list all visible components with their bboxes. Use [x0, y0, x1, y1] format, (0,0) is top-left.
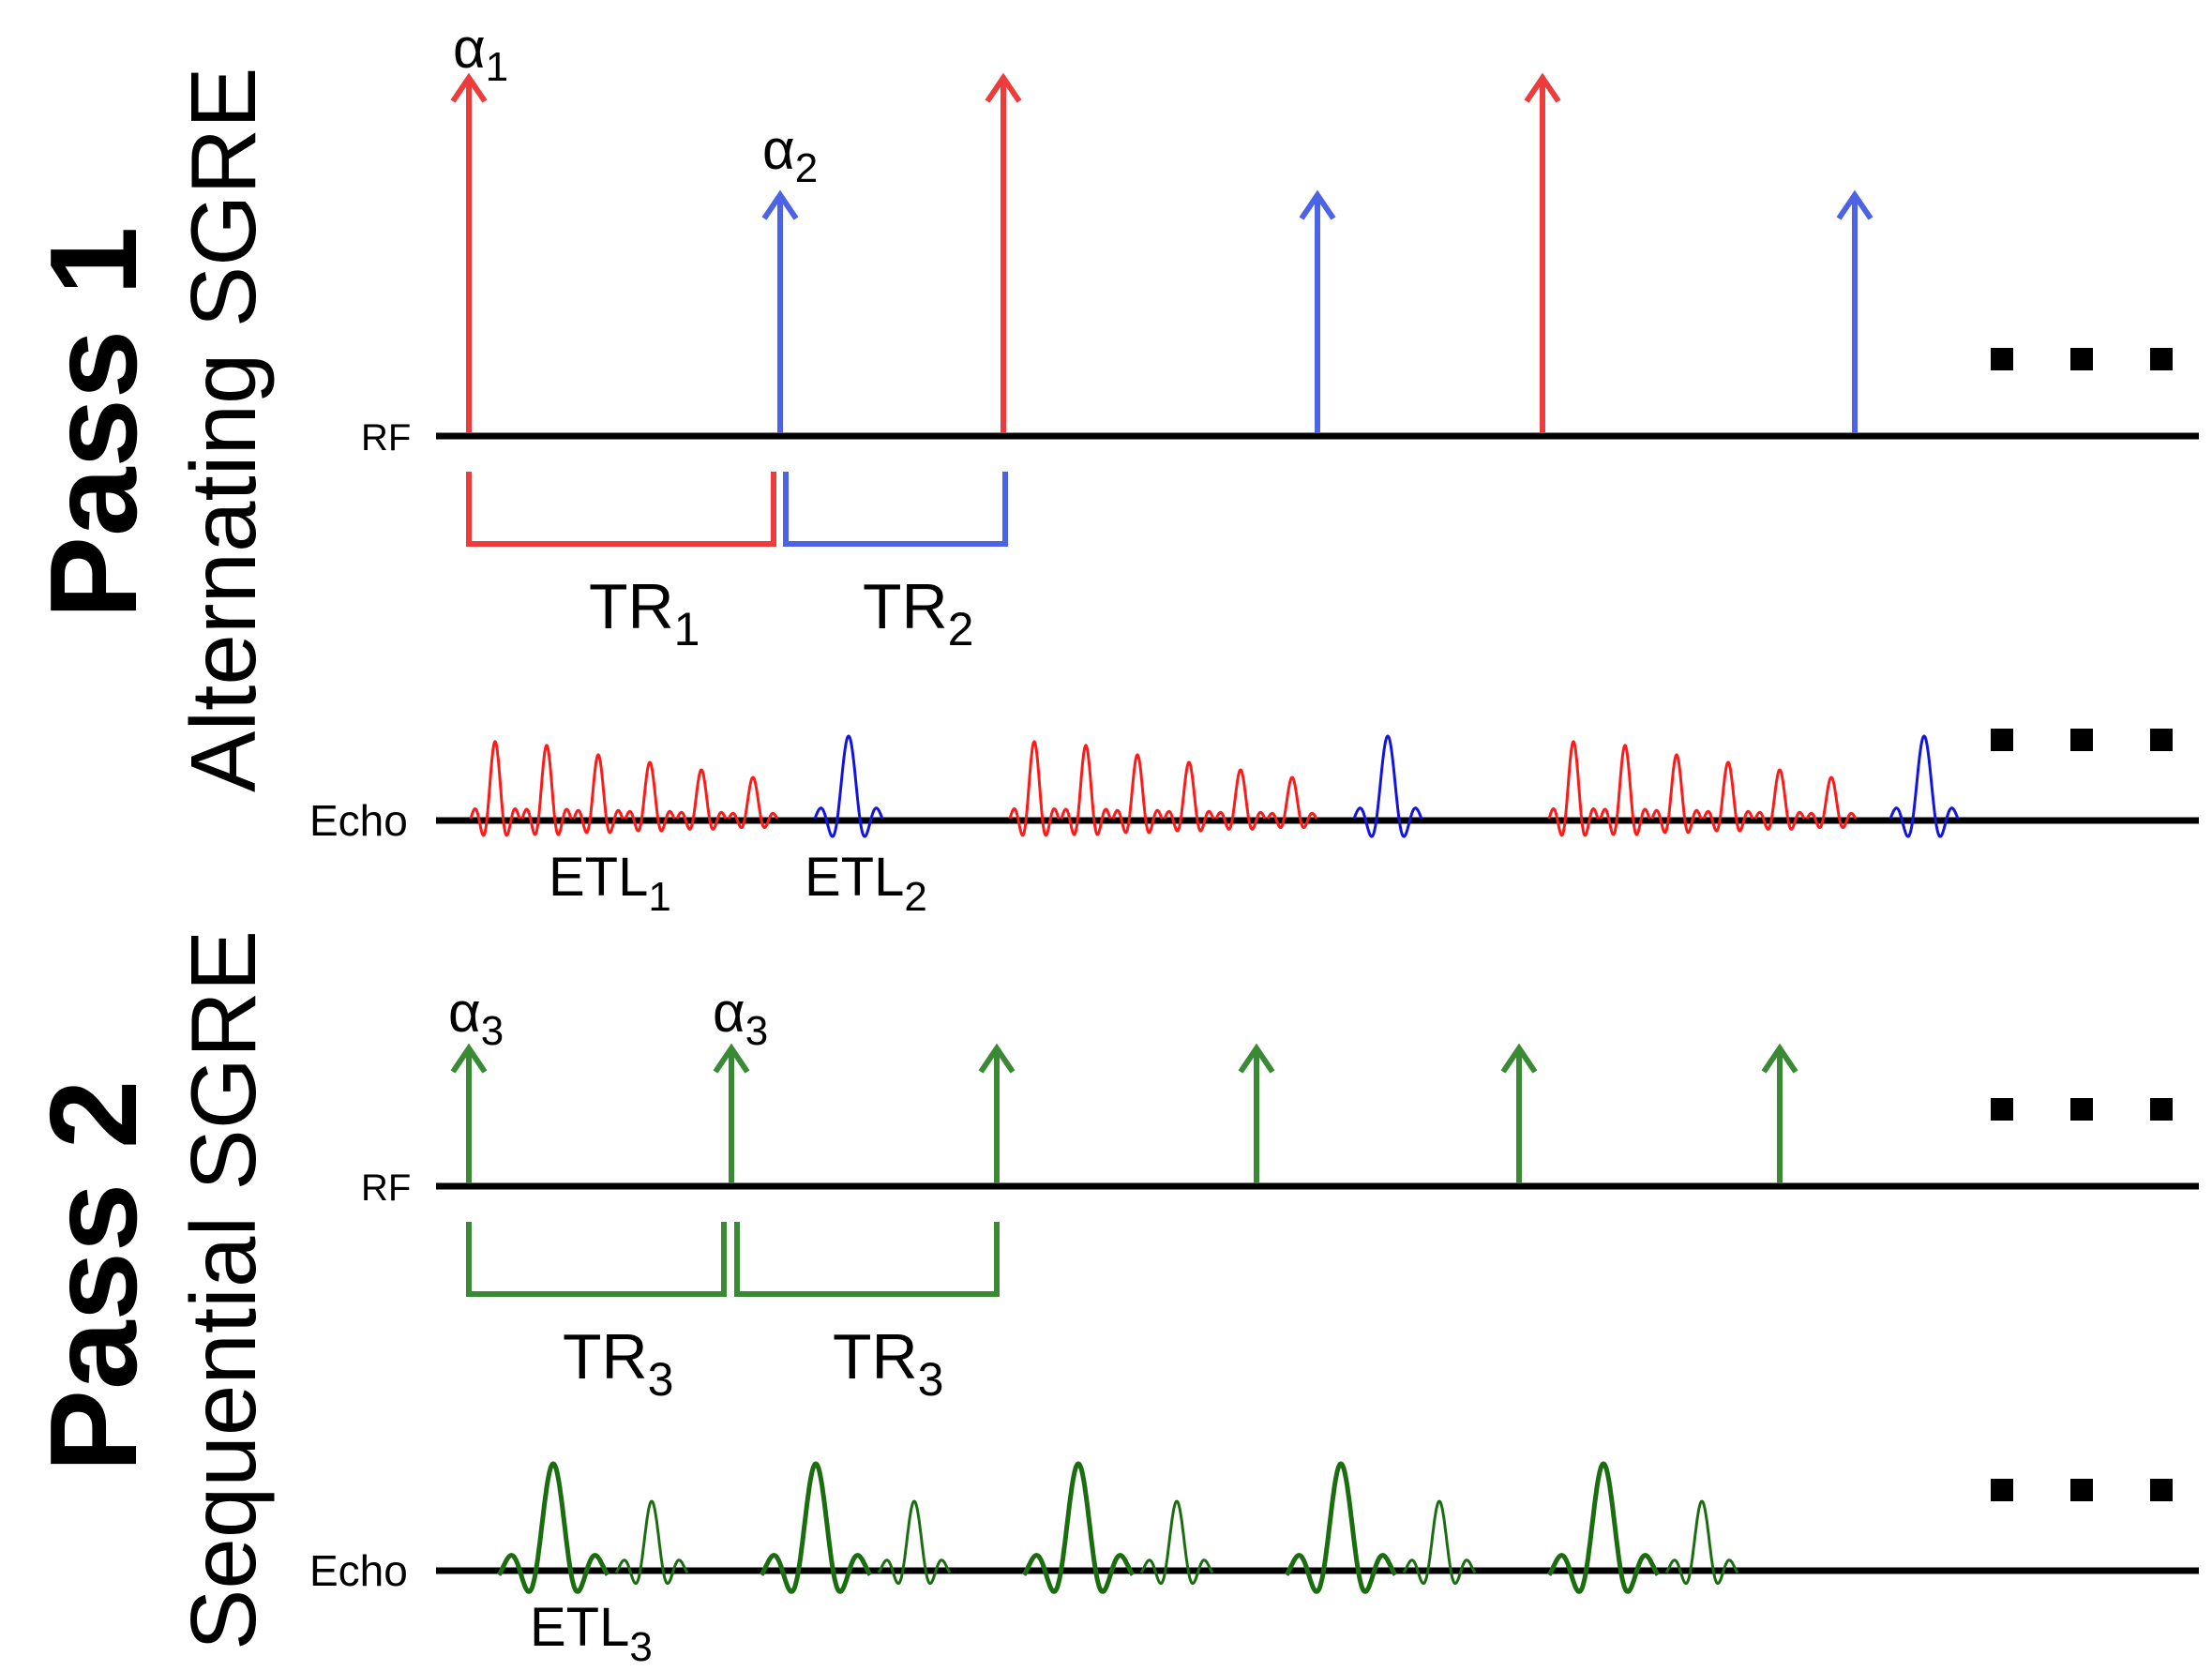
alpha3-label: α3 [448, 981, 504, 1054]
pass1-echo-continuation-dots [1991, 729, 2173, 751]
tr3-label: TR3 [563, 1321, 673, 1406]
echo-etl1 [1163, 760, 1215, 833]
tr3-label: TR3 [833, 1321, 943, 1406]
etl2-label: ETL2 [805, 847, 927, 920]
rf-arrow-alpha3 [1238, 1043, 1275, 1183]
echo-etl1 [1111, 753, 1164, 835]
echo-etl1 [469, 740, 521, 837]
echo-etl1 [1650, 753, 1703, 835]
pass1-title: Pass 1 [24, 227, 162, 619]
echo-etl3-main [1021, 1461, 1136, 1594]
pass2-echo-label: Echo [309, 1546, 408, 1595]
echo-etl1 [1805, 775, 1858, 829]
echo-etl3-secondary [1139, 1499, 1214, 1586]
tr3-bracket [466, 1222, 727, 1297]
alpha1-label: α1 [453, 17, 508, 90]
etl3-label: ETL3 [530, 1597, 653, 1670]
echo-etl1 [1008, 740, 1061, 837]
rf-arrow-alpha3 [1500, 1043, 1538, 1183]
echo-etl1 [675, 768, 728, 831]
rf-arrow-alpha3 [450, 1043, 488, 1183]
echo-etl3-main [496, 1461, 610, 1594]
rf-arrow-alpha2 [761, 189, 799, 433]
echo-etl3-secondary [877, 1499, 952, 1586]
echo-etl1 [1547, 740, 1600, 837]
echo-etl3-secondary [1664, 1499, 1739, 1586]
pass2-rf-continuation-dots [1991, 1098, 2173, 1121]
echo-etl1 [1753, 768, 1806, 831]
echo-etl1 [572, 753, 624, 835]
pass2-echo-signals [496, 1461, 1739, 1594]
rf-arrow-alpha1 [985, 72, 1022, 433]
pass1-rf-label: RF [361, 417, 411, 459]
pass1-subtitle: Alternating SGRE [172, 68, 275, 792]
rf-arrow-alpha3 [978, 1043, 1016, 1183]
alpha2-label: α2 [762, 118, 818, 191]
tr2-bracket [783, 472, 1008, 547]
echo-etl1 [1599, 744, 1651, 836]
pass1-echo-signals [469, 734, 1960, 838]
echo-etl3-secondary [614, 1499, 689, 1586]
tr1-label: TR1 [589, 571, 700, 655]
echo-etl3-main [759, 1461, 873, 1594]
tr1-bracket [466, 472, 776, 547]
echo-etl1 [624, 760, 676, 833]
pass2-rf-label: RF [361, 1167, 411, 1209]
rf-arrow-alpha1 [450, 72, 488, 433]
tr2-label: TR2 [863, 571, 973, 655]
echo-etl1 [520, 744, 573, 836]
echo-etl2 [1888, 734, 1960, 838]
pass1-rf-pulses [450, 72, 1873, 433]
rf-arrow-alpha3 [713, 1043, 750, 1183]
echo-etl2 [813, 734, 884, 838]
echo-etl1 [1702, 760, 1754, 833]
echo-etl1 [1060, 744, 1112, 836]
pass1-rf-continuation-dots [1991, 348, 2173, 370]
etl1-label: ETL1 [549, 847, 671, 920]
echo-etl3-secondary [1402, 1499, 1477, 1586]
rf-arrow-alpha3 [1761, 1043, 1798, 1183]
pass2-echo-continuation-dots [1991, 1479, 2173, 1501]
pass2-subtitle: Sequential SGRE [172, 930, 275, 1650]
echo-etl3-main [1546, 1461, 1661, 1594]
echo-etl1 [1266, 775, 1318, 829]
echo-etl2 [1352, 734, 1423, 838]
echo-etl1 [1214, 768, 1267, 831]
pass1-echo-label: Echo [309, 796, 408, 845]
rf-arrow-alpha2 [1836, 189, 1873, 433]
echo-etl3-main [1284, 1461, 1398, 1594]
pass2-rf-pulses [450, 1043, 1798, 1183]
rf-arrow-alpha2 [1299, 189, 1336, 433]
alpha3-label: α3 [713, 981, 768, 1054]
echo-etl1 [727, 775, 779, 829]
pass2-title: Pass 2 [24, 1080, 162, 1472]
tr3-bracket [734, 1222, 1000, 1297]
rf-arrow-alpha1 [1524, 72, 1561, 433]
